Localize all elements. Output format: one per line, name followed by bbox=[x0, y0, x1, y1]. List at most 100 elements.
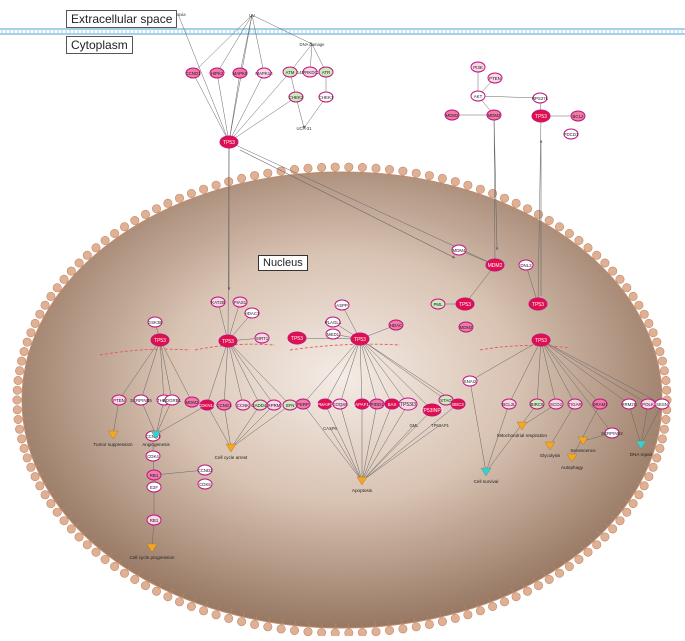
node-dnl3[interactable]: DNL3 bbox=[519, 260, 533, 270]
node-bcl2[interactable]: BCL2 bbox=[571, 111, 585, 121]
node-bcl2l[interactable]: BCL2L bbox=[502, 399, 516, 409]
node-bax[interactable]: BAX bbox=[385, 399, 399, 409]
node-pml[interactable]: PML bbox=[431, 299, 445, 309]
node-pidd1[interactable]: PIDD1 bbox=[370, 399, 384, 409]
node-mapk14[interactable]: MAPK14 bbox=[255, 68, 273, 78]
envelope-bead bbox=[609, 525, 617, 533]
node-rps27l[interactable]: RPS27L bbox=[532, 93, 549, 103]
node-ccnk[interactable]: CCNK bbox=[236, 400, 250, 410]
node-pdcd1[interactable]: PDCD1 bbox=[564, 129, 579, 139]
node-dna-damage[interactable]: DNA damage bbox=[300, 42, 326, 47]
node-tp53-n2[interactable]: TP53 bbox=[529, 298, 547, 310]
node-e2f[interactable]: E2F bbox=[147, 482, 161, 492]
node-mdm2-b[interactable]: MDM2 bbox=[487, 110, 501, 120]
envelope-bead bbox=[13, 386, 21, 394]
envelope-bead bbox=[53, 284, 61, 292]
node-rb1b[interactable]: RB1 bbox=[147, 515, 161, 525]
node-atm[interactable]: ATM bbox=[283, 67, 297, 77]
node-rb1[interactable]: RB1 bbox=[147, 470, 161, 480]
node-ccnd2[interactable]: CCND2 bbox=[197, 465, 213, 475]
node-bbc3[interactable]: BBC3 bbox=[451, 399, 465, 409]
envelope-bead bbox=[13, 396, 21, 404]
node-label: MDM2 bbox=[186, 400, 199, 405]
node-hda[interactable]: HDAC bbox=[389, 320, 403, 330]
node-tp53ap1[interactable]: TP53AP1 bbox=[431, 423, 450, 428]
node-birc5[interactable]: BIRC5 bbox=[530, 399, 544, 409]
envelope-bead bbox=[451, 614, 459, 622]
node-sfn[interactable]: SFN bbox=[283, 400, 297, 410]
envelope-bead bbox=[75, 259, 83, 267]
node-tp53-k[interactable]: TP53 bbox=[219, 335, 237, 347]
node-mdm2-n[interactable]: MDM2 bbox=[486, 259, 504, 271]
node-ccnd1a[interactable]: CCND1 bbox=[185, 68, 201, 78]
node-tp53-r[interactable]: TP53 bbox=[288, 332, 306, 344]
envelope-bead bbox=[500, 194, 508, 202]
node-cdk6[interactable]: CDK6 bbox=[198, 479, 212, 489]
envelope-bead bbox=[623, 508, 631, 516]
node-tp53-a[interactable]: TP53 bbox=[351, 333, 369, 345]
node-hdac1[interactable]: HDAC1 bbox=[245, 308, 260, 318]
node-tp53-s[interactable]: TP53 bbox=[532, 334, 550, 346]
node-akt[interactable]: AKT bbox=[471, 91, 485, 101]
node-med1[interactable]: MED1 bbox=[326, 329, 340, 339]
node-casp6[interactable]: CASP6 bbox=[323, 426, 337, 431]
envelope-bead bbox=[152, 205, 160, 213]
envelope-bead bbox=[575, 555, 583, 563]
node-pten-c[interactable]: PTEN bbox=[488, 73, 502, 83]
node-snai2[interactable]: SNAI2 bbox=[463, 376, 477, 386]
node-cdk4[interactable]: CDK4 bbox=[146, 451, 160, 461]
envelope-bead bbox=[187, 602, 195, 610]
node-pi3k[interactable]: PI3K bbox=[471, 62, 485, 72]
node-label: CDK6 bbox=[199, 482, 211, 487]
node-label: TP53 bbox=[459, 302, 471, 308]
envelope-bead bbox=[476, 185, 484, 193]
plasma-membrane bbox=[0, 29, 685, 34]
node-ubc[interactable]: UCH-31 bbox=[296, 126, 312, 131]
node-chek2[interactable]: CHEK2 bbox=[289, 92, 304, 102]
node-tp53-c2[interactable]: TP53 bbox=[532, 110, 550, 122]
node-tp53-cyto[interactable]: TP53 bbox=[220, 136, 238, 148]
node-sirt1[interactable]: SIRT1 bbox=[255, 333, 269, 343]
node-perp[interactable]: PERP bbox=[296, 399, 310, 409]
node-uv[interactable]: UV bbox=[249, 13, 255, 18]
node-pias1[interactable]: PIAS1 bbox=[233, 297, 247, 307]
node-label: PIDD1 bbox=[371, 402, 384, 407]
node-label: BCL2L bbox=[502, 402, 516, 407]
node-gsk3b[interactable]: GSK3B bbox=[148, 317, 163, 327]
node-hipk2[interactable]: HIPK2 bbox=[210, 68, 224, 78]
node-mdm2-n2[interactable]: MDM2 bbox=[459, 322, 473, 332]
node-label: TP53 bbox=[535, 338, 547, 344]
node-coq8a[interactable]: COQ8A bbox=[332, 399, 347, 409]
node-polk[interactable]: POLK bbox=[641, 399, 655, 409]
envelope-bead bbox=[75, 533, 83, 541]
node-tigar[interactable]: TIGAR bbox=[568, 399, 582, 409]
node-apaf1[interactable]: APAF1 bbox=[355, 399, 369, 409]
node-tp53i3[interactable]: TP53I3 bbox=[399, 398, 417, 410]
envelope-bead bbox=[662, 415, 670, 423]
node-rrm2b[interactable]: RRM2B bbox=[621, 399, 636, 409]
node-pten[interactable]: PTEN bbox=[112, 395, 126, 405]
node-kat2b[interactable]: KAT2B bbox=[211, 297, 225, 307]
node-atr[interactable]: ATR bbox=[319, 67, 333, 77]
node-mdm4[interactable]: MDM4 bbox=[452, 245, 466, 255]
node-mapk8[interactable]: MAPK8 bbox=[233, 68, 248, 78]
node-label: HIPK2 bbox=[211, 71, 224, 76]
node-prkdc[interactable]: PRKDC bbox=[302, 67, 317, 77]
function-label: Senescence bbox=[570, 448, 596, 453]
node-mdm2-a[interactable]: MDM2 bbox=[445, 110, 459, 120]
node-label: GML bbox=[409, 423, 419, 428]
node-label: MDM2 bbox=[488, 113, 501, 118]
node-rprm[interactable]: RPRM bbox=[267, 400, 281, 410]
node-mdm2-l[interactable]: MDM2 bbox=[185, 397, 199, 407]
node-sesn[interactable]: SESN bbox=[655, 399, 669, 409]
function-label: Glycolysis bbox=[540, 453, 561, 458]
node-tp53-n1[interactable]: TP53 bbox=[456, 298, 474, 310]
node-sco2[interactable]: SCO2 bbox=[549, 399, 563, 409]
function-label: Cell survival bbox=[474, 479, 499, 484]
node-gml[interactable]: GML bbox=[409, 423, 419, 428]
node-chek1[interactable]: CHEK1 bbox=[319, 92, 334, 102]
node-tp53-l[interactable]: TP53 bbox=[151, 334, 169, 346]
envelope-bead bbox=[212, 181, 220, 189]
node-asp[interactable]: ASPP bbox=[335, 300, 349, 310]
envelope-bead bbox=[317, 163, 325, 171]
